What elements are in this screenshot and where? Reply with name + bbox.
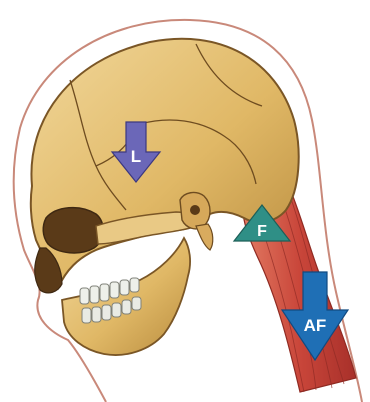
applied-force-label: AF [304,316,327,335]
ear-canal [190,205,200,215]
mastoid-process [196,224,213,250]
load-label: L [131,147,141,166]
eye-socket [43,208,103,253]
fulcrum-label: F [257,223,267,240]
